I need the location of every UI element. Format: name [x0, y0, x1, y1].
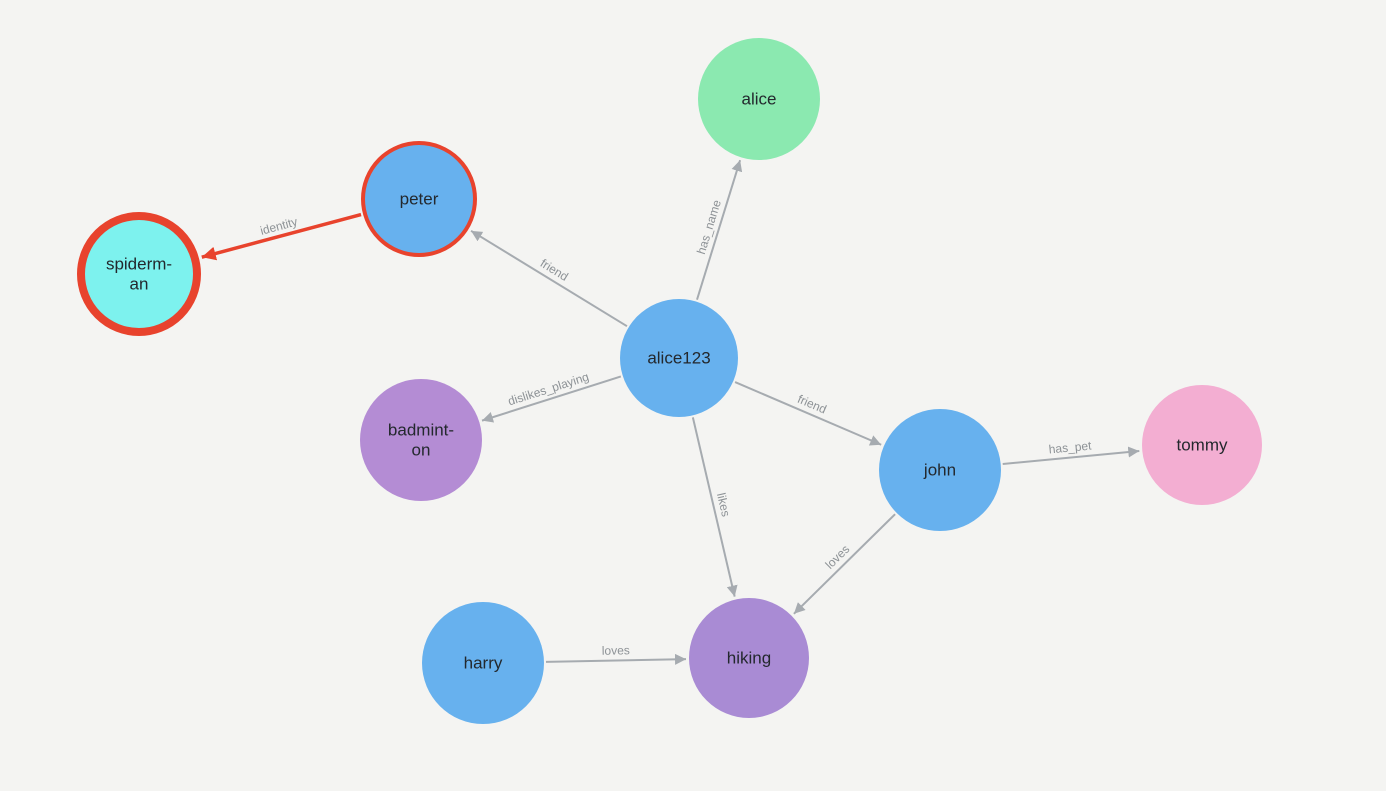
edge-line-peter-spiderman[interactable] — [201, 212, 362, 261]
edge-line-john-tommy[interactable] — [1002, 446, 1140, 466]
edge-alice123-john: friend — [734, 381, 882, 446]
node-circle-tommy[interactable] — [1142, 385, 1262, 505]
edge-line-john-hiking[interactable] — [793, 513, 896, 615]
edge-john-hiking: loves — [793, 513, 896, 615]
node-circle-peter[interactable] — [361, 141, 477, 257]
edge-alice123-hiking: likes — [691, 417, 738, 597]
edge-line-alice123-john[interactable] — [734, 381, 882, 446]
node-circle-badminton[interactable] — [360, 379, 482, 501]
edge-line-alice123-hiking[interactable] — [691, 417, 738, 597]
node-peter[interactable]: peter — [361, 141, 477, 257]
edge-harry-hiking: loves — [545, 642, 687, 665]
node-circle-alice[interactable] — [698, 38, 820, 160]
node-tommy[interactable]: tommy — [1142, 385, 1262, 505]
node-harry[interactable]: harry — [422, 602, 544, 724]
node-circle-harry[interactable] — [422, 602, 544, 724]
edge-peter-spiderman: identity — [201, 212, 362, 261]
edge-line-alice123-alice[interactable] — [696, 159, 743, 301]
edge-line-alice123-badminton[interactable] — [481, 375, 622, 423]
edge-label-harry-hiking: loves — [602, 643, 630, 658]
node-badminton[interactable]: badmint-on — [360, 379, 482, 501]
node-john[interactable]: john — [879, 409, 1001, 531]
edge-label-alice123-hiking: likes — [714, 492, 733, 519]
node-alice[interactable]: alice — [698, 38, 820, 160]
edge-label-john-tommy: has_pet — [1048, 438, 1093, 456]
node-circle-john[interactable] — [879, 409, 1001, 531]
node-alice123[interactable]: alice123 — [620, 299, 738, 417]
edge-john-tommy: has_pet — [1002, 437, 1140, 466]
node-spiderman[interactable]: spiderm-an — [77, 212, 201, 336]
edge-alice123-alice: has_name — [693, 159, 743, 301]
edge-alice123-badminton: dislikes_playing — [481, 368, 622, 423]
edge-label-john-hiking: loves — [823, 542, 853, 572]
edge-alice123-peter: friend — [470, 229, 628, 328]
edge-label-alice123-peter: friend — [538, 256, 571, 284]
edge-label-alice123-badminton: dislikes_playing — [506, 370, 590, 409]
node-circle-alice123[interactable] — [620, 299, 738, 417]
edge-line-alice123-peter[interactable] — [470, 229, 628, 328]
node-circle-spiderman[interactable] — [77, 212, 201, 336]
node-layer: alice peter spiderm-an alice123 badmint-on jo… — [77, 38, 1262, 724]
node-hiking[interactable]: hiking — [689, 598, 809, 718]
edge-label-alice123-john: friend — [796, 392, 829, 417]
edge-line-harry-hiking[interactable] — [545, 653, 687, 665]
node-circle-hiking[interactable] — [689, 598, 809, 718]
